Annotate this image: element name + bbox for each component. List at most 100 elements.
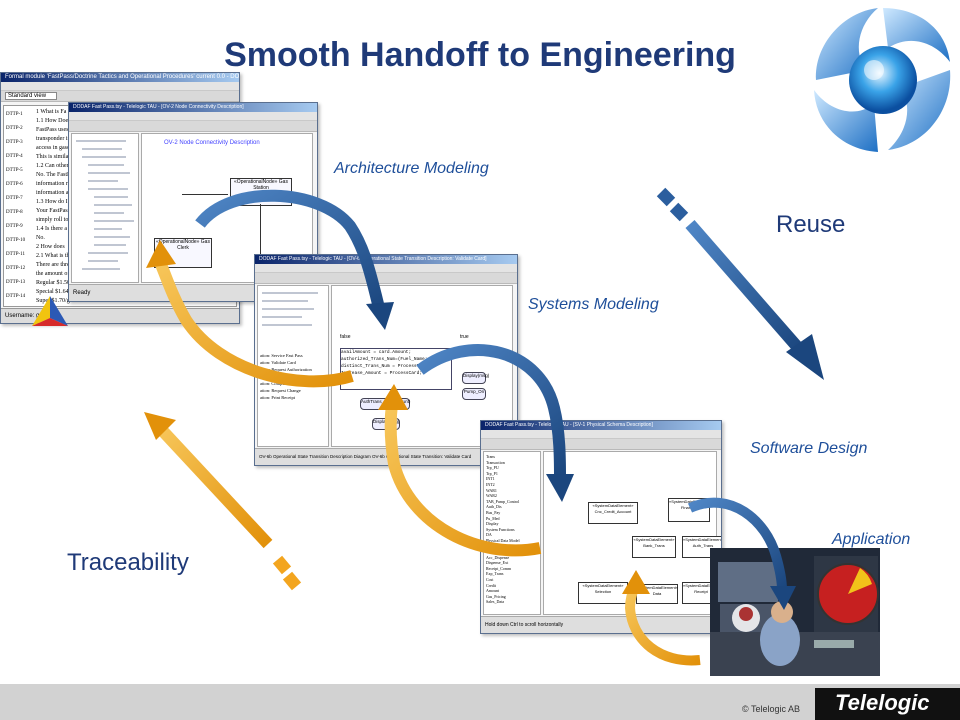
- class-cnc-credit-account[interactable]: «SystemDataElement» Cnc_Credit_Account: [588, 502, 638, 524]
- requirement-id: DTTP-4: [6, 154, 23, 159]
- requirement-text: This is similar to the: [36, 154, 86, 160]
- view-select[interactable]: Standard view: [5, 92, 58, 100]
- tree-item: Credit: [486, 582, 496, 588]
- systems-window-title: DODAF Fast Pass.tsy - Telelogic TAU - [O…: [255, 255, 517, 264]
- cycle-arrow-orange-3: [624, 586, 701, 666]
- requirement-id: DTTP-14: [6, 294, 26, 299]
- control-room-photo: [710, 548, 880, 676]
- state-display-msg[interactable]: Display(msg): [462, 372, 489, 384]
- requirement-text: Regular $1.50/g: [36, 280, 75, 286]
- requirement-id: DTTP-8: [6, 210, 23, 215]
- tree-item: Transaction: [486, 459, 505, 465]
- software-status: Hold down Ctrl to scroll horizontally: [481, 616, 721, 633]
- architecture-diagram-title: OV-2 Node Connectivity Description: [164, 140, 260, 146]
- requirement-id: DTTP-5: [6, 168, 23, 173]
- requirement-text: 1.2 Can other: [36, 163, 69, 169]
- tree-item: Auth_Dis: [486, 504, 502, 510]
- false-label: false: [340, 334, 351, 340]
- requirement-text: There are three grad: [36, 262, 85, 268]
- requirement-id: DTTP-3: [6, 140, 23, 145]
- cycle-arrow-blue-2: [416, 343, 566, 479]
- label-architecture-modeling: Architecture Modeling: [334, 160, 489, 177]
- tree-item: Physical Data Model: [486, 537, 520, 543]
- tree-item: Acc_Dispense: [486, 554, 510, 560]
- tree-item: Trans: [486, 454, 495, 459]
- requirement-text: access in gasoline b: [36, 145, 84, 151]
- requirement-id: DTTP-2: [6, 126, 23, 131]
- class-financial[interactable]: «SystemDataElement» Financial: [668, 498, 710, 522]
- tree-item: Trp_P1: [486, 470, 498, 476]
- requirement-text: No. The FastPass sy: [36, 172, 85, 178]
- requirement-id: DTTP-7: [6, 196, 23, 201]
- operation-list-item: ation: Request Change: [260, 388, 301, 393]
- requirement-text: simply roll to the res: [36, 217, 86, 223]
- requirement-text: the amount of gas, w: [36, 271, 87, 277]
- requirement-text: 2 How does: [36, 244, 65, 250]
- software-window-title: DODAF Fast Pass.tsy - Telelogic TAU - [S…: [481, 421, 721, 430]
- slide-title: Smooth Handoff to Engineering: [224, 36, 736, 74]
- requirement-id: DTTP-1: [6, 112, 23, 117]
- cycle-arrow-orange-2: [384, 403, 542, 557]
- tree-item: Exp_Trans: [486, 571, 504, 577]
- tree-item: Dispense_Ext: [486, 560, 509, 566]
- tree-item: Display: [486, 521, 499, 527]
- requirement-text: 1.4 Is there a F: [36, 226, 72, 232]
- label-systems-modeling: Systems Modeling: [528, 296, 659, 313]
- tree-item: WAR1: [486, 487, 497, 493]
- reuse-arrow: [656, 187, 824, 380]
- operation-list-item: ation: Service Fast Pass: [260, 353, 303, 358]
- footer-bar: [0, 684, 960, 720]
- requirement-text: Special $1.64/g: [36, 289, 74, 295]
- tree-item: Receipt_Comm: [486, 565, 512, 571]
- tree-item: Amount: [486, 588, 500, 594]
- traceability-arrow: [144, 412, 302, 591]
- requirement-text: Your FastPass paym: [36, 208, 85, 214]
- requirement-id: DTTP-9: [6, 224, 23, 229]
- requirement-text: transponder in the F: [36, 136, 85, 142]
- architecture-window-title: DODAF Fast Pass.tsy - Telelogic TAU - [O…: [69, 103, 317, 112]
- requirement-id: DTTP-10: [6, 238, 26, 243]
- brand-logo-text: Telelogic: [835, 690, 930, 715]
- tree-item: DA: [486, 532, 492, 538]
- tree-item: Bus_Pay: [486, 509, 501, 515]
- requirement-text: 1 What is Fa: [36, 109, 67, 115]
- requirement-id: DTTP-6: [6, 182, 23, 187]
- operation-list-item: ation: Request Authorization: [260, 367, 312, 372]
- architecture-tree[interactable]: [71, 133, 139, 283]
- requirement-id: DTTP-13: [6, 280, 26, 285]
- true-label: true: [460, 334, 469, 340]
- label-application: Application: [832, 531, 911, 548]
- requirement-text: 2.1 What is the: [36, 253, 73, 259]
- doors-window-title: Formal module 'FastPass/Doctrine Tactics…: [1, 73, 239, 82]
- tree-item: Cost: [486, 577, 494, 583]
- tree-item: INT2: [486, 481, 495, 487]
- requirement-text: FastPass uses an el: [36, 127, 82, 133]
- requirement-text: information and prot: [36, 190, 86, 196]
- requirement-id: DTTP-12: [6, 266, 26, 271]
- state-pump-on[interactable]: Pump_On: [462, 388, 486, 400]
- requirement-text: No.: [36, 235, 45, 241]
- cycle-arrow-blue-3: [687, 497, 787, 591]
- doors-pyramid-icon: [32, 296, 68, 326]
- software-window[interactable]: DODAF Fast Pass.tsy - Telelogic TAU - [S…: [480, 420, 722, 634]
- tree-item: TAB_Pump_Control: [486, 498, 520, 504]
- requirement-text: 1.1 How Does: [36, 118, 71, 124]
- requirement-text: 1.3 How do I c: [36, 199, 72, 205]
- class-bank-trans[interactable]: «SystemDataElement» Bank_Trans: [632, 536, 676, 558]
- software-canvas[interactable]: «SystemDataElement» Cnc_Credit_Account «…: [543, 451, 721, 615]
- tree-item: Trp_PU: [486, 465, 499, 471]
- tree-item: WAR2: [486, 493, 497, 499]
- operation-list-item: ation: Print Receipt: [260, 395, 295, 400]
- brand-box: [815, 688, 960, 720]
- telelogic-orb-icon: [814, 8, 951, 152]
- operation-list-item: ation: Validate Card: [260, 360, 296, 365]
- cycle-arrow-blue-1: [195, 189, 386, 314]
- requirement-text: information remains: [36, 181, 85, 187]
- label-reuse: Reuse: [776, 211, 846, 238]
- tree-item: Pu_Med: [486, 515, 500, 521]
- label-traceability: Traceability: [67, 549, 189, 576]
- tree-item: INT1: [486, 476, 495, 482]
- cycle-arrow-orange-1: [154, 259, 354, 388]
